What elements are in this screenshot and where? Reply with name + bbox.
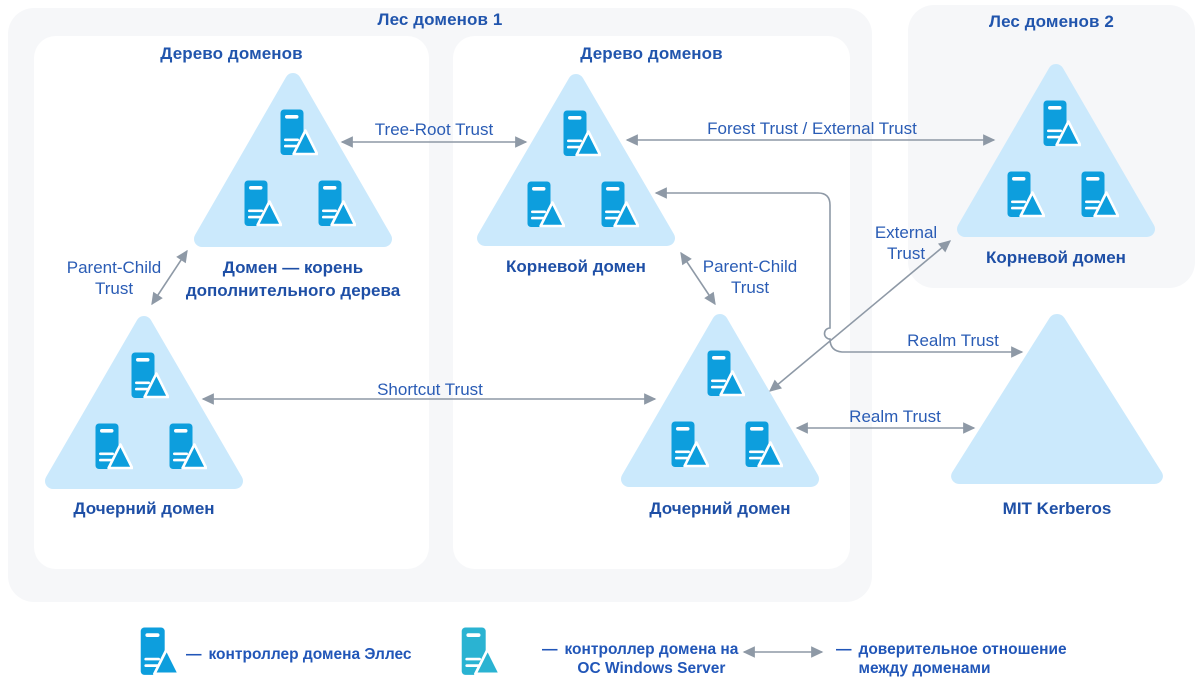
tree2-child-domain-triangle [620, 313, 820, 488]
mit-kerberos-label: MIT Kerberos [1002, 499, 1112, 518]
forest-trust-label: Forest Trust / External Trust [707, 119, 917, 138]
realm-trust-label-lower: Realm Trust [849, 407, 941, 426]
mit-kerberos-triangle [950, 313, 1164, 485]
tree2-child-domain-label: Дочерний домен [649, 499, 791, 518]
legend-dash: — [542, 641, 558, 658]
forest2-root-domain-triangle [956, 63, 1156, 238]
domain-controller-icon [95, 423, 133, 471]
domain-triangle-shape [957, 64, 1155, 237]
domain-triangle-shape [621, 314, 819, 487]
realm-triangle-shape [951, 313, 1163, 485]
realm-trust-label-upper: Realm Trust [907, 331, 999, 350]
tree2-root-domain-label: Корневой домен [506, 257, 646, 276]
domain-controller-icon [563, 110, 601, 158]
domain-controller-icon [318, 180, 356, 228]
legend-item-trust-relation: — доверительное отношение между доменами [836, 640, 1067, 678]
domain-controller-icon [1043, 100, 1081, 148]
domain-controller-icon [527, 181, 565, 229]
tree1-child-domain-triangle [44, 315, 244, 490]
tree1-root-domain-triangle [193, 72, 393, 248]
legend-dash: — [836, 641, 852, 658]
domain-tree-1-title: Дерево доменов [160, 44, 303, 63]
legend-windows-line2: ОС Windows Server [577, 660, 726, 677]
legend-trust-relation-text: доверительное отношение между доменами [859, 640, 1067, 678]
domain-controller-icon [169, 423, 207, 471]
domain-triangle-shape [45, 316, 243, 489]
tree1-child-domain-label: Дочерний домен [73, 499, 215, 518]
domain-controller-icon [280, 109, 318, 157]
domain-controller-icon [131, 352, 169, 400]
parent-child-trust-label-2: Parent-Child Trust [702, 257, 798, 297]
domain-triangle-shape [477, 73, 675, 247]
domain-controller-icon [1081, 171, 1119, 219]
domain-controller-icon [601, 181, 639, 229]
forest-1-title: Лес доменов 1 [377, 10, 503, 29]
legend-trust-line1: доверительное отношение [858, 641, 1067, 658]
tree-root-trust-label: Tree-Root Trust [374, 120, 494, 139]
domain-tree-2-title: Дерево доменов [580, 44, 723, 63]
domain-triangle-shape [194, 73, 392, 247]
forest-2-title: Лес доменов 2 [989, 12, 1114, 31]
legend-trust-line2: между доменами [858, 660, 991, 677]
tree2-root-domain-triangle [476, 73, 676, 247]
legend-item-windows: — контроллер домена на ОС Windows Server [542, 640, 738, 678]
legend-windows-line1: контроллер домена на [564, 641, 739, 658]
windows-domain-controller-icon [461, 627, 501, 677]
legend-item-elles: — контроллер домена Эллес [186, 645, 412, 664]
elles-domain-controller-icon [140, 627, 180, 677]
legend-elles-text: контроллер домена Эллес [208, 646, 412, 663]
legend-dash: — [186, 646, 202, 663]
shortcut-trust-label: Shortcut Trust [377, 380, 483, 399]
domain-controller-icon [745, 421, 783, 469]
domain-controller-icon [244, 180, 282, 228]
domain-controller-icon [707, 350, 745, 398]
tree1-root-domain-label: Домен — корень дополнительного дерева [185, 258, 401, 300]
legend-windows-text: контроллер домена на ОС Windows Server [565, 640, 739, 678]
parent-child-trust-label-1: Parent-Child Trust [66, 258, 162, 298]
domain-controller-icon [671, 421, 709, 469]
external-trust-label: External Trust [874, 223, 938, 263]
domain-controller-icon [1007, 171, 1045, 219]
forest2-root-domain-label: Корневой домен [986, 248, 1126, 267]
